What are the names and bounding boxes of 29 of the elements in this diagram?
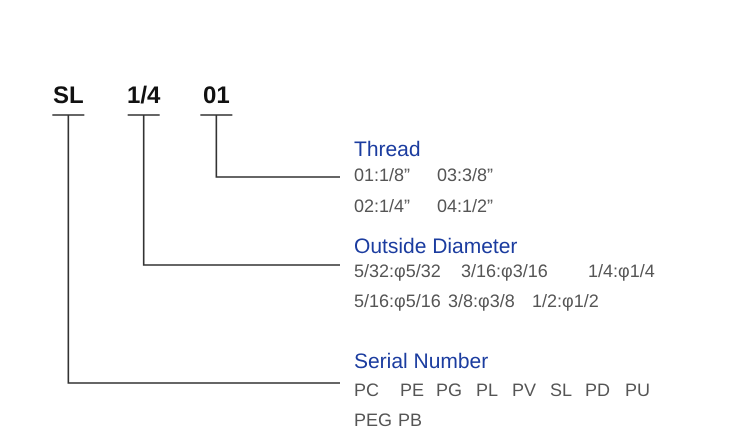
code-option: PB: [398, 409, 422, 431]
code-option: PE: [400, 379, 424, 401]
code-option: 5/16:φ5/16: [354, 290, 441, 312]
part-code: 1/4: [127, 82, 160, 110]
code-option: 1/4:φ1/4: [588, 260, 655, 282]
section-heading: Outside Diameter: [354, 234, 518, 259]
code-option: PD: [585, 379, 610, 401]
code-option: PEG: [354, 409, 392, 431]
code-option: PV: [512, 379, 536, 401]
code-option: 3/16:φ3/16: [461, 260, 548, 282]
part-code: SL: [53, 82, 84, 110]
leader-line: [52, 114, 341, 384]
code-option: 5/32:φ5/32: [354, 260, 441, 282]
code-option: PC: [354, 379, 380, 401]
code-option: PL: [476, 379, 498, 401]
section-heading: Thread: [354, 137, 421, 162]
code-option: SL: [550, 379, 572, 401]
code-option: 04:1/2”: [437, 195, 494, 217]
leader-line: [126, 114, 341, 266]
code-option: PG: [436, 379, 462, 401]
code-option: 02:1/4”: [354, 195, 410, 217]
code-option: 1/2:φ1/2: [532, 290, 599, 312]
leader-line: [200, 114, 341, 178]
part-code: 01: [203, 82, 230, 110]
code-option: 01:1/8”: [354, 164, 410, 186]
code-option: PU: [625, 379, 650, 401]
section-heading: Serial Number: [354, 349, 488, 374]
code-option: 3/8:φ3/8: [448, 290, 515, 312]
code-option: 03:3/8”: [437, 164, 494, 186]
